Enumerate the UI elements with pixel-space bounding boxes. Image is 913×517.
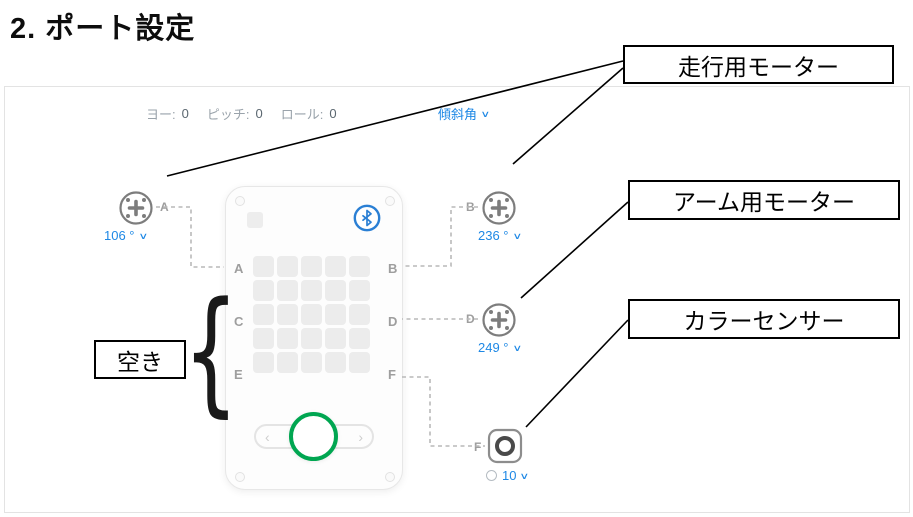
callout-driving-motor-label: 走行用モーター bbox=[678, 53, 839, 80]
bluetooth-button[interactable] bbox=[353, 204, 381, 232]
chevron-down-icon: ∨ bbox=[137, 231, 148, 241]
callout-arm-motor-label: アーム用モーター bbox=[673, 189, 855, 215]
port-d-value-dropdown[interactable]: 249 ° ∨ bbox=[478, 340, 522, 355]
led-cell bbox=[277, 280, 298, 301]
callout-empty-ports-label: 空き bbox=[117, 348, 163, 375]
curly-brace: { bbox=[183, 273, 239, 430]
led-cell bbox=[349, 304, 370, 325]
led-cell bbox=[349, 256, 370, 277]
port-f-letter: F bbox=[474, 440, 482, 454]
led-cell bbox=[301, 256, 322, 277]
led-cell bbox=[301, 304, 322, 325]
led-cell bbox=[301, 280, 322, 301]
screw-dot bbox=[235, 472, 245, 482]
screw-dot bbox=[235, 196, 245, 206]
led-cell bbox=[325, 304, 346, 325]
hub-port-label-b: B bbox=[388, 261, 398, 276]
led-cell bbox=[301, 328, 322, 349]
hub-port-label-d: D bbox=[388, 314, 398, 329]
port-f-value: 10 bbox=[502, 468, 517, 483]
port-a-value-dropdown[interactable]: 106 ° ∨ bbox=[104, 228, 148, 243]
hub-illustration: A B C D E F ‹ › bbox=[225, 186, 403, 490]
port-d-value: 249 ° bbox=[478, 340, 509, 355]
led-cell bbox=[253, 304, 274, 325]
callout-driving-motor: 走行用モーター bbox=[623, 45, 894, 84]
led-cell bbox=[325, 328, 346, 349]
left-arrow-icon: ‹ bbox=[265, 428, 270, 445]
led-cell bbox=[325, 256, 346, 277]
color-indicator-icon bbox=[486, 470, 497, 481]
led-cell bbox=[277, 304, 298, 325]
port-d-letter: D bbox=[466, 312, 475, 326]
led-cell bbox=[349, 328, 370, 349]
led-cell bbox=[301, 352, 322, 373]
hub-port-label-c: C bbox=[234, 314, 244, 329]
callout-empty-ports: 空き bbox=[94, 340, 186, 379]
chevron-down-icon: ∨ bbox=[480, 109, 491, 119]
led-matrix bbox=[253, 256, 370, 373]
tilt-selector[interactable]: 傾斜角 ∨ bbox=[438, 104, 491, 123]
callout-color-sensor-label: カラーセンサー bbox=[683, 308, 845, 334]
led-cell bbox=[325, 352, 346, 373]
led-cell bbox=[277, 328, 298, 349]
pitch-label: ピッチ: bbox=[206, 107, 250, 122]
yaw-label: ヨー: bbox=[146, 107, 176, 122]
tilt-label: 傾斜角 bbox=[438, 107, 478, 122]
chevron-down-icon: ∨ bbox=[519, 471, 530, 481]
callout-color-sensor: カラーセンサー bbox=[628, 299, 900, 339]
right-arrow-icon: › bbox=[358, 428, 363, 445]
port-b-letter: B bbox=[466, 200, 475, 214]
led-cell bbox=[325, 280, 346, 301]
hub-port-label-f: F bbox=[388, 367, 396, 382]
page-title: 2. ポート設定 bbox=[10, 13, 196, 45]
roll-label: ロール: bbox=[280, 107, 324, 122]
led-cell bbox=[277, 256, 298, 277]
chevron-down-icon: ∨ bbox=[511, 231, 522, 241]
screw-dot bbox=[385, 472, 395, 482]
roll-value: 0 bbox=[329, 106, 337, 121]
lego-logo bbox=[247, 212, 263, 228]
led-cell bbox=[253, 256, 274, 277]
chevron-down-icon: ∨ bbox=[511, 343, 522, 353]
orientation-status: ヨー: 0 ピッチ: 0 ロール: 0 bbox=[146, 104, 355, 123]
hub-center-button bbox=[289, 412, 338, 461]
screw-dot bbox=[385, 196, 395, 206]
port-d-motor-icon bbox=[480, 301, 518, 344]
hub-port-label-a: A bbox=[234, 261, 244, 276]
port-a-letter: A bbox=[160, 200, 169, 214]
port-f-color-sensor-icon bbox=[487, 428, 523, 469]
led-cell bbox=[349, 352, 370, 373]
led-cell bbox=[349, 280, 370, 301]
port-f-value-dropdown[interactable]: 10 ∨ bbox=[486, 468, 530, 483]
yaw-value: 0 bbox=[181, 106, 189, 121]
port-a-motor-icon bbox=[117, 189, 155, 232]
port-b-value: 236 ° bbox=[478, 228, 509, 243]
hub-port-label-e: E bbox=[234, 367, 243, 382]
port-b-value-dropdown[interactable]: 236 ° ∨ bbox=[478, 228, 522, 243]
led-cell bbox=[253, 280, 274, 301]
port-a-value: 106 ° bbox=[104, 228, 135, 243]
led-cell bbox=[277, 352, 298, 373]
led-cell bbox=[253, 328, 274, 349]
port-b-motor-icon bbox=[480, 189, 518, 232]
led-cell bbox=[253, 352, 274, 373]
callout-arm-motor: アーム用モーター bbox=[628, 180, 900, 220]
pitch-value: 0 bbox=[255, 106, 263, 121]
